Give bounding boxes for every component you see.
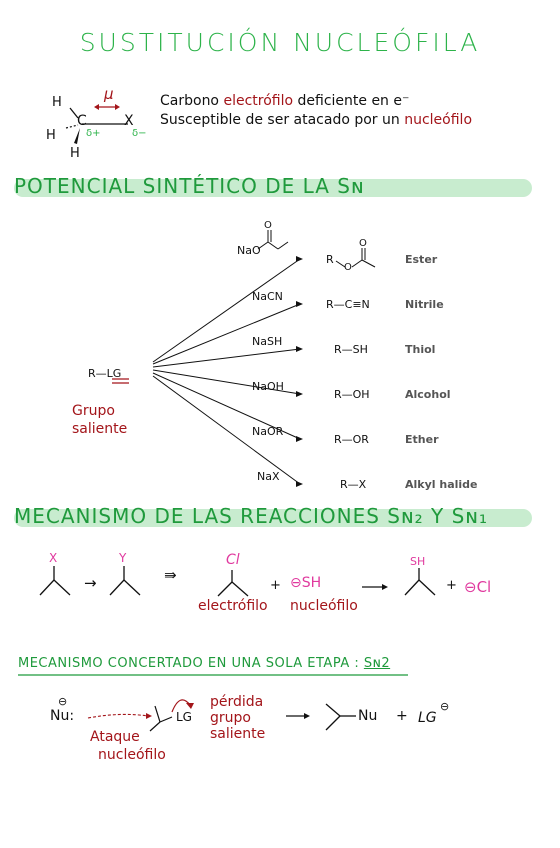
intro-x: X	[124, 113, 134, 129]
overview-x: X	[49, 551, 58, 565]
overview-arrow-2: ⇛	[164, 566, 177, 584]
reagent-nacn: NaCN	[252, 290, 283, 303]
section2-title: MECANISMO DE LAS REACCIONES Sɴ₂ Y Sɴ₁	[14, 504, 488, 528]
section1-title: POTENCIAL SINTÉTICO DE LA Sɴ	[14, 174, 365, 198]
product-ester-o: O	[344, 262, 352, 273]
label-nitrile: Nitrile	[405, 298, 444, 311]
acetate-carbonyl-o: O	[264, 220, 272, 231]
overview-sh: SH	[410, 555, 426, 568]
section3-title: MECANISMO CONCERTADO EN UNA SOLA ETAPA :…	[18, 656, 391, 671]
product-alkyl-halide: R—X	[340, 478, 367, 491]
section1-highlight	[14, 179, 532, 197]
overview-cl: Cl	[226, 552, 240, 568]
label-nucleofilo: nucleófilo	[290, 598, 358, 614]
intro-carbon: C	[77, 113, 87, 129]
product-lg-charge: ⊖	[440, 700, 450, 713]
product-nitrile: R—C≡N	[326, 298, 370, 311]
reagent-nax: NaX	[257, 470, 280, 483]
concerted-plus: +	[396, 708, 408, 724]
overview-plus-1: +	[270, 578, 281, 593]
product-lg: LG	[418, 710, 437, 726]
product-nu: Nu	[358, 708, 378, 724]
delta-plus: δ+	[86, 128, 101, 139]
nu-nucleophile: Nu:	[50, 708, 75, 724]
intro-line-1: Carbono electrófilo deficiente en e⁻	[160, 93, 410, 109]
reagent-acetate: NaO	[237, 244, 261, 257]
overview-sh-anion: ⊖SH	[290, 575, 322, 591]
intro-h-top: H	[52, 95, 62, 110]
product-alcohol: R—OH	[334, 388, 370, 401]
product-thiol: R—SH	[334, 343, 368, 356]
overview-arrow-1: →	[84, 574, 97, 592]
label-ester: Ester	[405, 253, 438, 266]
label-electrofilo: electrófilo	[198, 598, 268, 614]
label-ether: Ether	[405, 433, 439, 446]
reagent-nash: NaSH	[252, 335, 283, 348]
nu-charge: ⊖	[58, 695, 68, 708]
intro-line-2: Susceptible de ser atacado por un nucleó…	[160, 112, 473, 128]
lg-leaving-group: LG	[176, 710, 192, 724]
overview-cl-anion: ⊖Cl	[464, 578, 492, 596]
label-thiol: Thiol	[405, 343, 436, 356]
reagent-naor: NaOR	[252, 425, 284, 438]
product-ester-r: R	[326, 253, 334, 266]
label-alcohol: Alcohol	[405, 388, 451, 401]
section2-highlight	[14, 509, 532, 527]
dipole-mu: μ	[104, 85, 114, 103]
product-ester-carbonyl-o: O	[359, 238, 367, 249]
reagent-naoh: NaOH	[252, 380, 284, 393]
overview-plus-2: +	[446, 578, 457, 593]
intro-h-bottom: H	[70, 146, 80, 161]
intro-h-left: H	[46, 128, 56, 143]
page-title: SUSTITUCIÓN NUCLEÓFILA	[79, 28, 481, 57]
substrate-r-lg: R—LG	[88, 367, 122, 380]
label-alkyl-halide: Alkyl halide	[405, 478, 478, 491]
product-ether: R—OR	[334, 433, 369, 446]
overview-y: Y	[119, 551, 127, 565]
delta-minus: δ−	[132, 128, 147, 139]
